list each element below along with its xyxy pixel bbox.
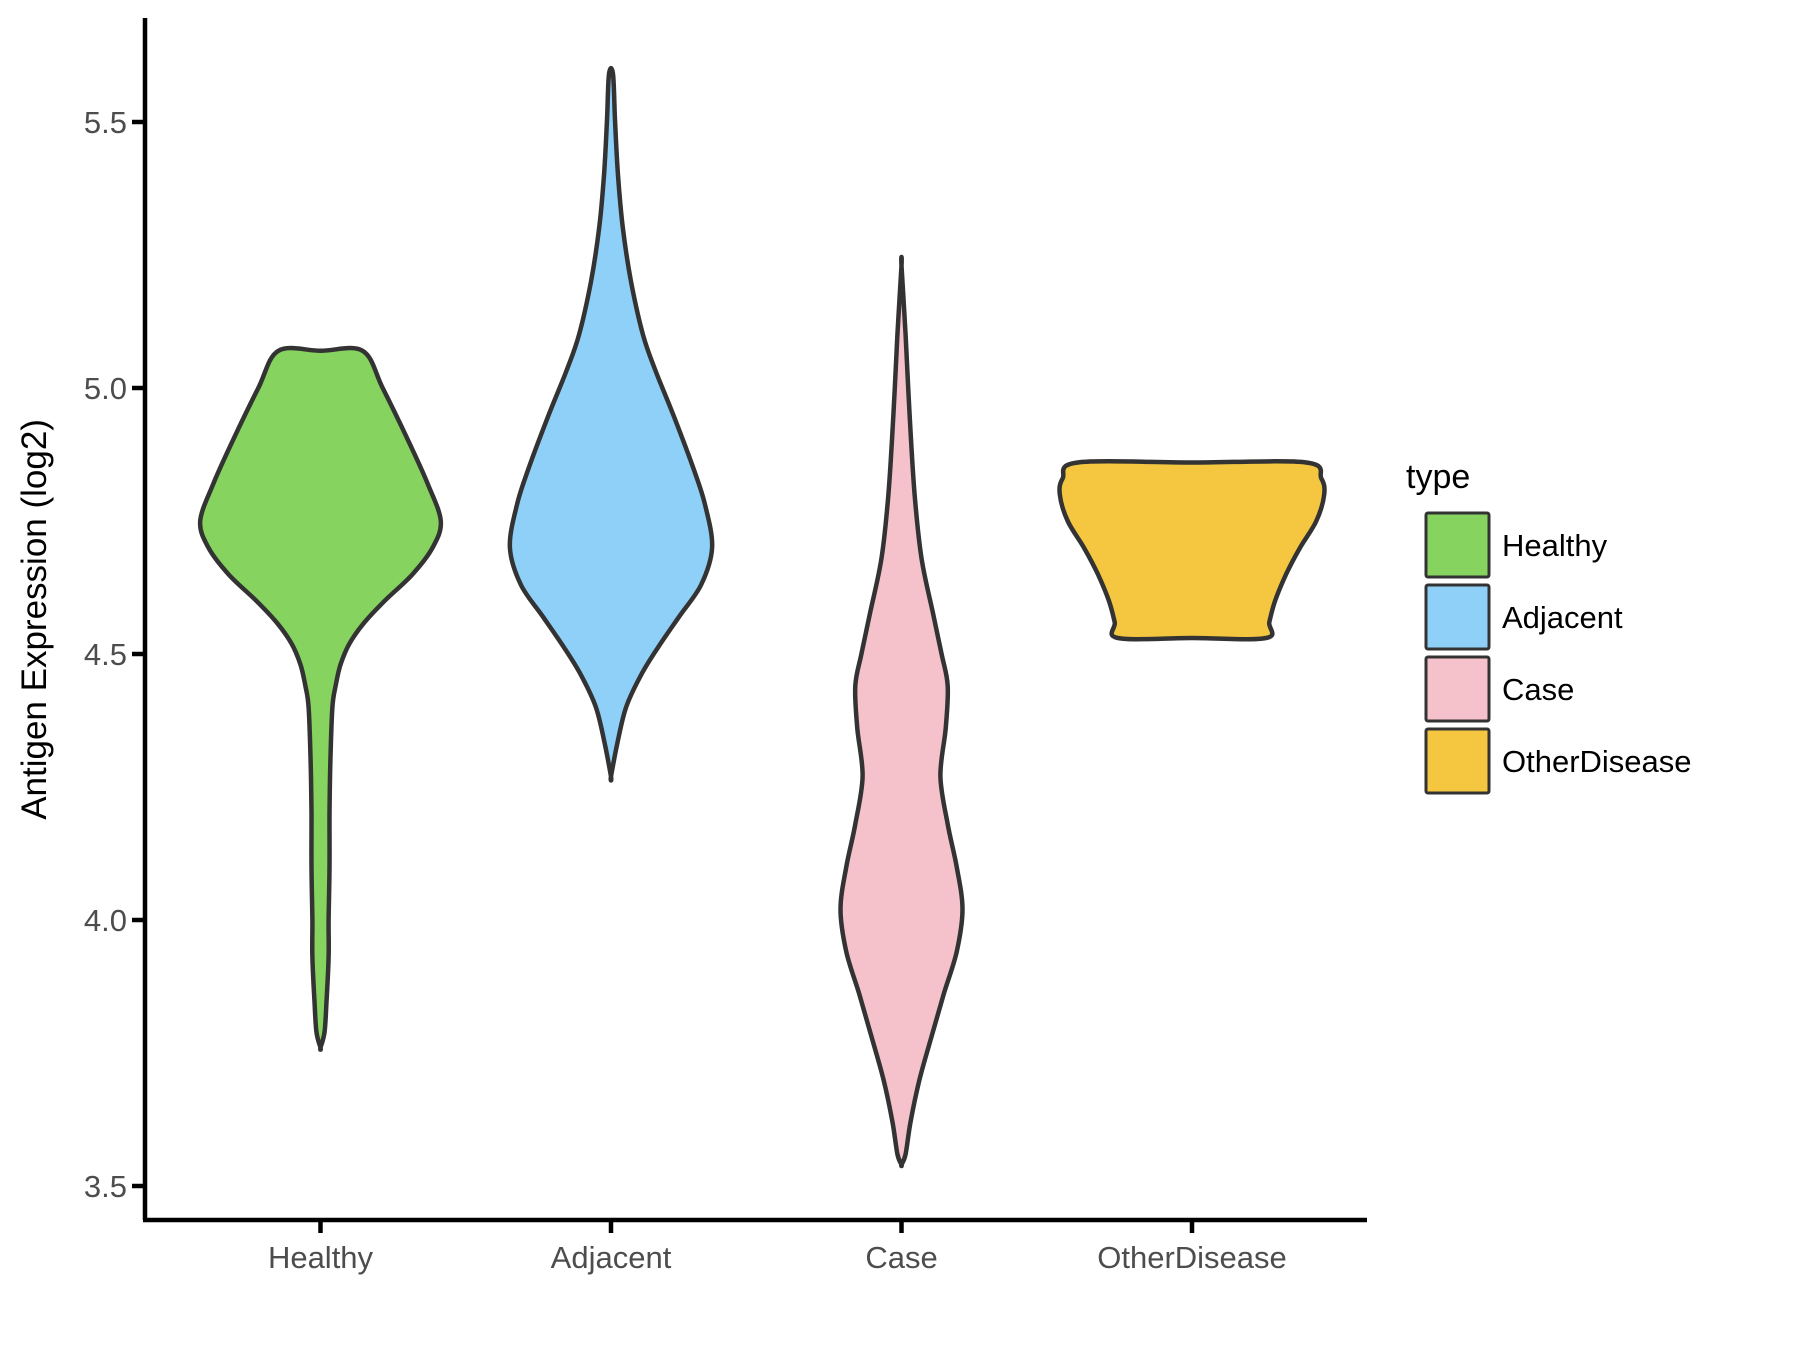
y-tick-label-5.5: 5.5: [84, 105, 127, 140]
x-axis-label-adjacent: Adjacent: [551, 1240, 672, 1275]
legend-key-case: [1424, 655, 1491, 723]
violin-adjacent: [507, 65, 715, 783]
legend-label-adjacent: Adjacent: [1502, 600, 1623, 635]
legend-title: type: [1406, 458, 1470, 496]
x-axis-label-case: Case: [865, 1240, 937, 1275]
y-tick-label-4.5: 4.5: [84, 637, 127, 672]
violin-case: [838, 254, 965, 1169]
violin-otherdisease: [1057, 459, 1327, 642]
legend-key-otherdisease: [1424, 727, 1491, 795]
x-axis-label-otherdisease: OtherDisease: [1097, 1240, 1287, 1275]
y-tick-label-4.0: 4.0: [84, 903, 127, 938]
legend-label-healthy: Healthy: [1502, 528, 1608, 563]
legend-label-otherdisease: OtherDisease: [1502, 744, 1692, 779]
legend-key-adjacent: [1424, 583, 1491, 651]
y-tick-label-5.0: 5.0: [84, 371, 127, 406]
violin-healthy: [197, 345, 444, 1052]
y-tick-label-3.5: 3.5: [84, 1169, 127, 1204]
legend-label-case: Case: [1502, 672, 1574, 707]
legend-key-healthy: [1424, 511, 1491, 579]
x-axis-label-healthy: Healthy: [268, 1240, 374, 1275]
y-axis-title: Antigen Expression (log2): [15, 419, 54, 820]
